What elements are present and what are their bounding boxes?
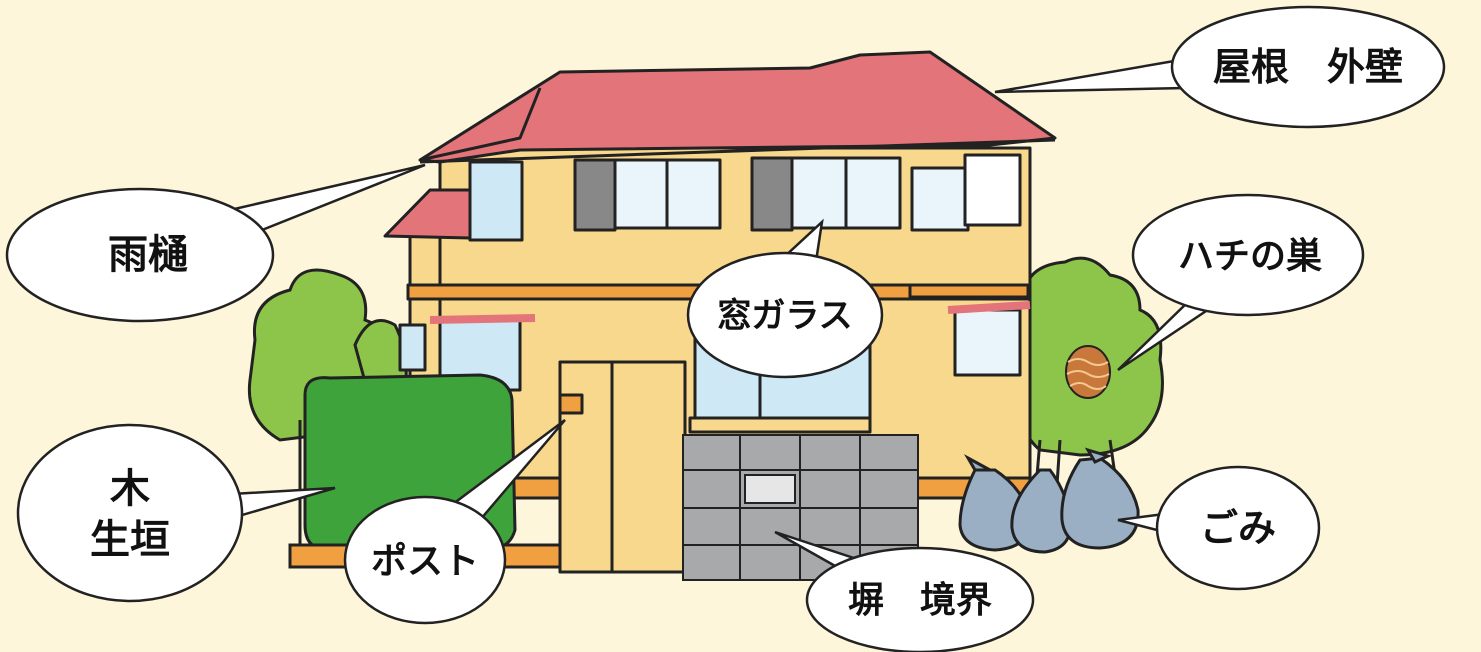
callout-gutter xyxy=(5,163,426,323)
label-post: ポスト xyxy=(371,540,479,582)
callout-fence xyxy=(774,530,1035,652)
label-bee-nest: ハチの巣 xyxy=(1178,236,1322,277)
label-roof-wall: 屋根 外壁 xyxy=(1213,45,1403,89)
label-hedge: 生垣 xyxy=(90,517,170,563)
label-tree: 木 xyxy=(110,466,150,512)
label-garbage: ごみ xyxy=(1200,506,1276,550)
callout-garbage xyxy=(1117,465,1321,591)
callout-window-glass xyxy=(686,218,884,379)
callout-bee-nest xyxy=(1117,193,1365,372)
bee-nest xyxy=(1065,345,1111,399)
label-gutter: 雨樋 xyxy=(108,232,188,278)
garbage-bags xyxy=(958,447,1140,554)
label-window-glass: 窓ガラス xyxy=(717,296,852,336)
callout-post xyxy=(343,419,566,625)
callout-roof-wall xyxy=(994,5,1446,129)
callout-tree-hedge xyxy=(16,423,336,603)
house xyxy=(383,50,1057,574)
label-fence: 塀 境界 xyxy=(848,580,992,621)
